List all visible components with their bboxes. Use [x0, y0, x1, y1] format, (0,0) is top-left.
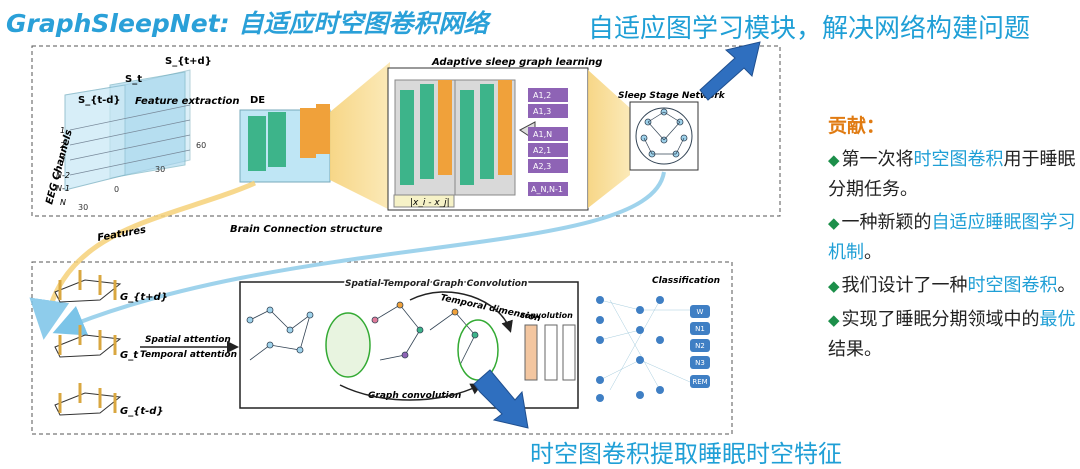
- diagram-label: N-2: [56, 171, 70, 180]
- adjacency-entries: A1,2 A1,3 A1,N A2,1 A2,3 A_N,N-1: [528, 88, 568, 196]
- diagram-label: 60: [196, 141, 206, 150]
- diagram-label: G_{t+d}: [120, 292, 168, 303]
- diagram-label: A1,3: [533, 107, 551, 116]
- stgc-box: [239, 281, 579, 409]
- top-panel: [31, 45, 781, 217]
- class-output-nodes: W N1 N2 N3 REM: [690, 305, 710, 388]
- diagram-label: A2,3: [533, 162, 551, 171]
- diagram-label: G_{t-d}: [120, 406, 164, 417]
- diagram-label: A1,2: [533, 91, 551, 100]
- eeg-cube: [64, 69, 191, 191]
- features-curve: [29, 180, 256, 340]
- diagram-label: N2: [695, 342, 705, 350]
- features-label: Features: [97, 225, 147, 244]
- contributions-heading: 贡献：: [828, 115, 886, 137]
- classification-network: [599, 299, 691, 391]
- de-feature-blocks: [239, 104, 331, 183]
- contribution-item: ◆一种新颖的自适应睡眠图学习机制。: [828, 212, 1076, 263]
- diamond-bullet-icon: ◆: [828, 214, 840, 232]
- contribution-item: ◆实现了睡眠分期领域中的最优结果。: [828, 309, 1076, 360]
- callout-arrow-bottom: [473, 369, 529, 429]
- s-label-tpd: S_{t+d}: [165, 56, 212, 67]
- diagram-label: 1: [60, 126, 65, 135]
- s-label-tmd: S_{t-d}: [78, 95, 121, 106]
- diagram-label: W: [697, 308, 704, 316]
- callout-spatiotemporal: 时空图卷积提取睡眠时空特征: [530, 440, 842, 468]
- fan-out: [588, 70, 630, 208]
- diagram-label: 30: [78, 203, 88, 212]
- graph-stacks: [54, 270, 122, 416]
- diagram-label: 3: [60, 155, 65, 164]
- diamond-bullet-icon: ◆: [828, 151, 840, 169]
- diagram-label: 2: [60, 141, 65, 150]
- diagram-label: G_t: [120, 350, 139, 361]
- conv-columns: [524, 324, 576, 381]
- diff-label: |x_i - x_j|: [410, 198, 450, 208]
- diagram-label: A_N,N-1: [531, 185, 563, 194]
- contributions-panel: 贡献： ◆第一次将时空图卷积用于睡眠分期任务。 ◆一种新颖的自适应睡眠图学习机制…: [828, 112, 1078, 368]
- diagram-label: 0: [114, 185, 119, 194]
- convolution-label: convolution: [520, 311, 573, 320]
- classification-nodes: [596, 296, 664, 402]
- diamond-bullet-icon: ◆: [828, 311, 840, 329]
- diagram-label: N1: [695, 325, 705, 333]
- spatial-attention-label: Spatial attention: [145, 335, 231, 345]
- time-axis-ticks: 0 30 60 30: [78, 141, 206, 212]
- adaptive-title: Adaptive sleep graph learning: [431, 57, 602, 68]
- diagram-label: 30: [155, 165, 165, 174]
- channel-ticks: 1 2 3 N-2 N-1 N: [56, 126, 70, 207]
- fan-in: [330, 62, 390, 210]
- diagram-label: N-1: [56, 184, 70, 193]
- diagram-label: A1,N: [533, 130, 552, 139]
- callout-arrow-top: [699, 41, 761, 101]
- diagram-label: N3: [695, 359, 705, 367]
- s-label-t: S_t: [125, 74, 142, 85]
- contribution-item: ◆第一次将时空图卷积用于睡眠分期任务。: [828, 149, 1076, 200]
- de-label: DE: [250, 95, 265, 106]
- brain-connection-label: Brain Connection structure: [230, 224, 383, 235]
- diagram-label: N: [60, 198, 66, 207]
- callout-adaptive-graph: 自适应图学习模块，解决网络构建问题: [588, 14, 1031, 44]
- feature-extraction-label: Feature extraction: [135, 96, 240, 107]
- g-labels: G_{t+d} G_t G_{t-d}: [120, 292, 168, 417]
- diamond-bullet-icon: ◆: [828, 277, 840, 295]
- diagram-label: A2,1: [533, 146, 551, 155]
- graph-convolution-label: Graph convolution: [368, 391, 461, 401]
- stgc-title: Spatial-Temporal Graph Convolution: [345, 279, 527, 289]
- diagram-label: REM: [692, 378, 707, 386]
- stgc-graphs: [246, 301, 499, 381]
- brain-structure-curve: [52, 171, 666, 336]
- classification-label: Classification: [652, 276, 720, 286]
- graph-conv-arc: [339, 383, 483, 401]
- page-title: GraphSleepNet: 自适应时空图卷积网络: [6, 9, 489, 38]
- sleep-stage-network: [629, 101, 699, 171]
- bottom-panel: [31, 261, 733, 435]
- contribution-item: ◆我们设计了一种时空图卷积。: [828, 275, 1076, 296]
- temporal-attention-label: Temporal attention: [140, 350, 237, 360]
- temporal-arc: [409, 291, 513, 333]
- sleep-stage-network-label: Sleep Stage Network: [618, 91, 726, 101]
